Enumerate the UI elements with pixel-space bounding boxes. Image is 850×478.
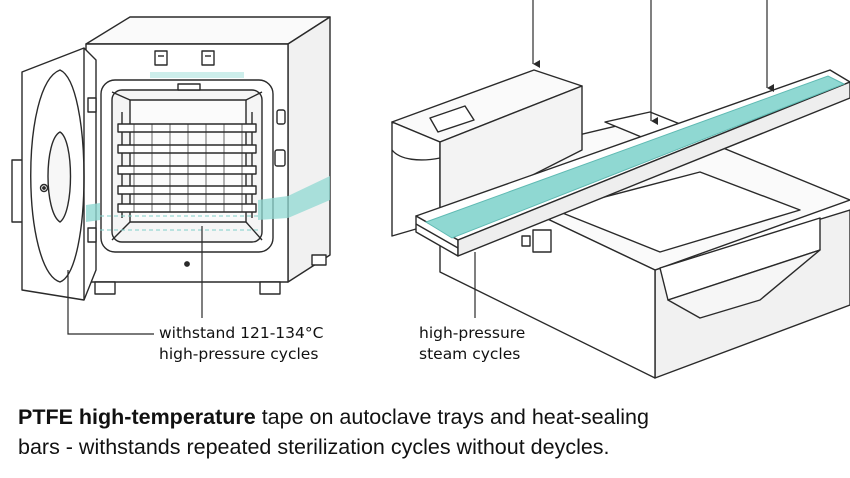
top-vent-left: [154, 50, 168, 66]
caption-bold: PTFE high-temperature: [18, 405, 256, 429]
caption: PTFE high-temperature tape on autoclave …: [18, 402, 838, 462]
sealer-tape: [424, 75, 846, 239]
door-handle: [11, 159, 22, 223]
tray: [117, 185, 257, 195]
tray: [117, 123, 257, 133]
caption-line2: bars - withstands repeated sterilization…: [18, 435, 610, 459]
tape-strip-top: [150, 72, 244, 78]
tape-strip-side: [258, 176, 330, 220]
sealer-plate: [554, 171, 801, 253]
tray-stack: [117, 123, 257, 213]
door-window: [47, 131, 72, 223]
bar-support: [532, 229, 552, 253]
sealer-arrows: [532, 0, 774, 125]
tape-strip-door: [86, 203, 100, 222]
foot-left: [94, 281, 116, 295]
sealer-head-side: [439, 85, 583, 223]
chamber-hinge: [177, 83, 201, 91]
autoclave-illustration: [11, 16, 331, 301]
caption-line1: PTFE high-temperature tape on autoclave …: [18, 402, 838, 432]
autoclave-callout-line2: high-pressure cycles: [159, 345, 319, 363]
tray: [117, 144, 257, 154]
autoclave-callout: withstand 121-134°C high-pressure cycles: [159, 323, 323, 365]
sealer-callout-line1: high-pressure: [419, 324, 526, 342]
tray: [117, 165, 257, 175]
sealer-callout-line2: steam cycles: [419, 345, 521, 363]
foot-right: [259, 281, 281, 295]
autoclave-callout-line1: withstand 121-134°C: [159, 324, 324, 342]
top-vent-right: [201, 50, 215, 66]
autoclave-side: [287, 16, 331, 283]
sealer-control-panel: [429, 105, 475, 133]
sealer-callout: high-pressure steam cycles: [419, 323, 525, 365]
caption-rest: tape on autoclave trays and heat-sealing: [255, 405, 649, 429]
sealing-bar-side: [457, 81, 850, 257]
foot-back: [311, 254, 327, 266]
tray: [117, 203, 257, 213]
autoclave-leaders: [67, 226, 203, 335]
autoclave-tape: [86, 72, 330, 231]
